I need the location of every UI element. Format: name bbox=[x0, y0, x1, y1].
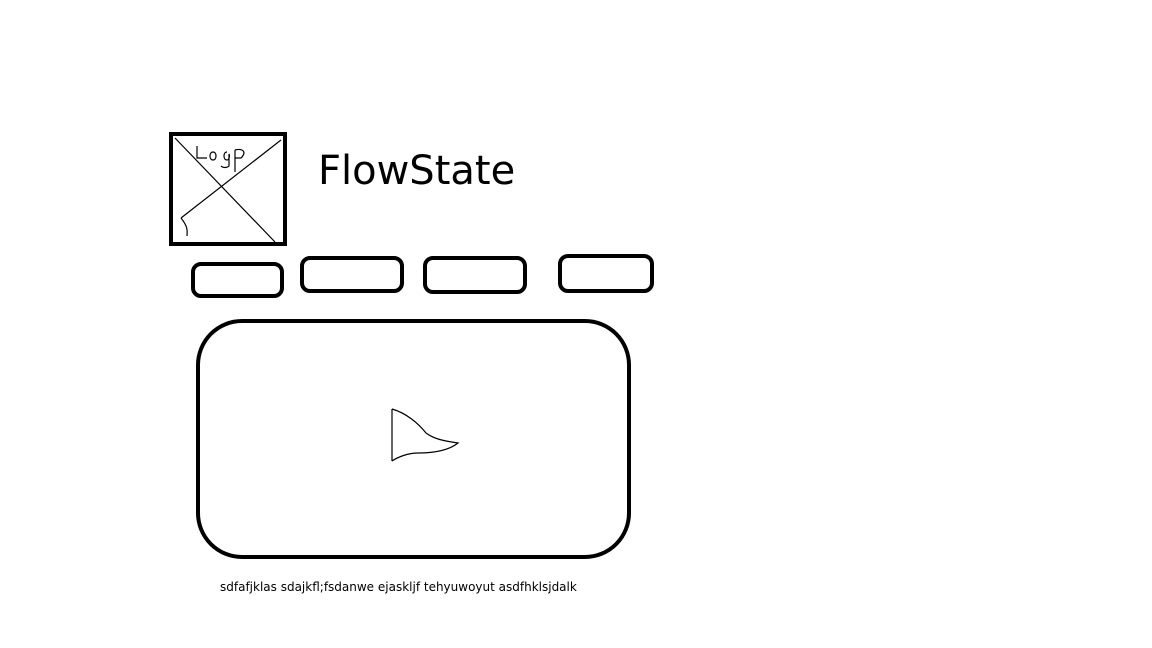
logo bbox=[169, 132, 287, 246]
logo-placeholder-icon bbox=[169, 132, 287, 246]
video-caption: sdfafjklas sdajkfl;fsdanwe ejaskljf tehy… bbox=[220, 580, 577, 594]
app-title: FlowState bbox=[318, 148, 516, 194]
play-icon[interactable] bbox=[388, 407, 460, 463]
video-player[interactable] bbox=[196, 319, 631, 559]
nav-button-4[interactable] bbox=[558, 254, 654, 293]
nav-button-1[interactable] bbox=[191, 262, 284, 298]
nav-button-2[interactable] bbox=[300, 256, 404, 293]
nav-button-3[interactable] bbox=[423, 256, 527, 294]
